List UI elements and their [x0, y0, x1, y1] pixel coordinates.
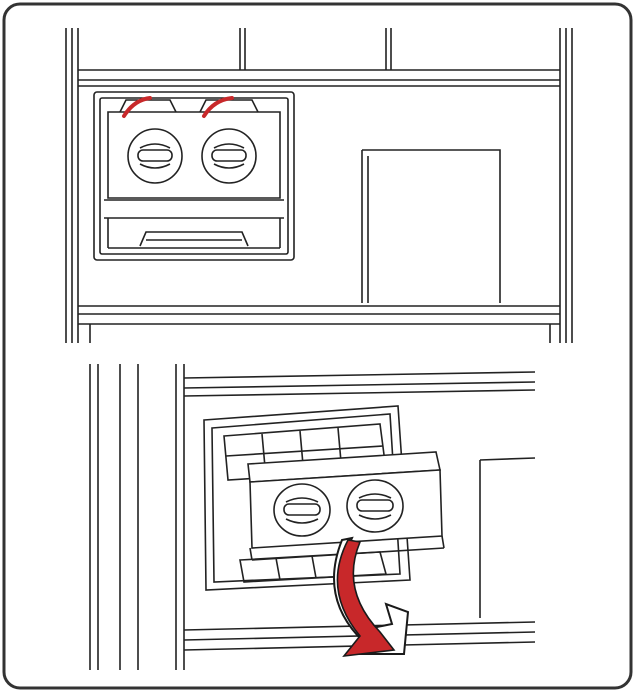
top-panel [65, 28, 573, 343]
pull-out-arrow-icon [333, 536, 410, 658]
bottom-panel [89, 364, 536, 670]
twist-arrow-icon [122, 96, 234, 118]
